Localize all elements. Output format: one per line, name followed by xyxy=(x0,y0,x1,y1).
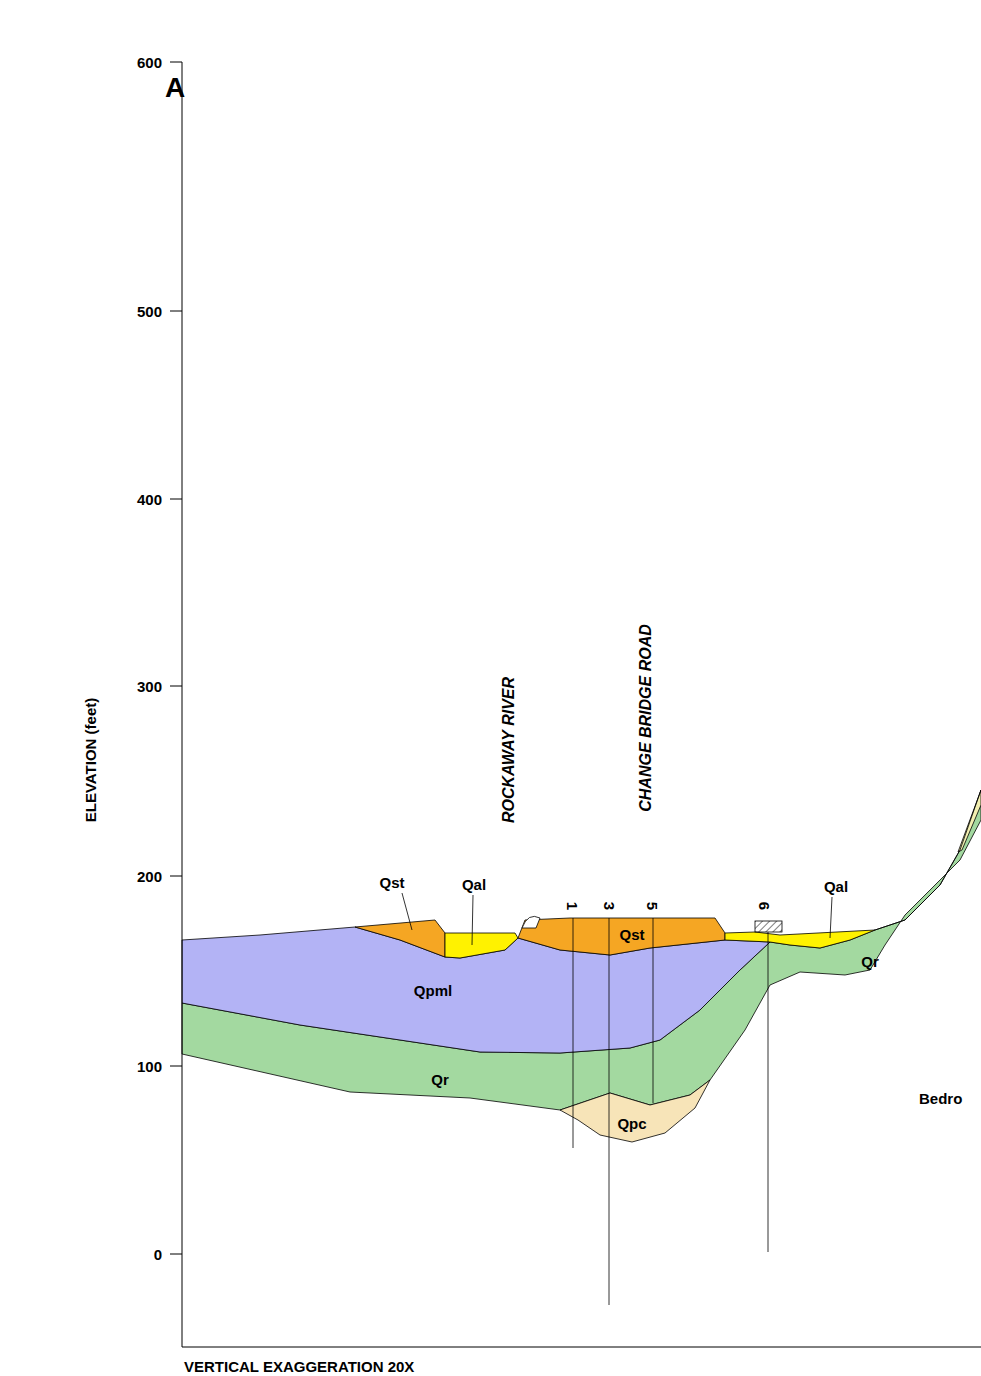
unit-label: Qal xyxy=(824,879,848,894)
qst-unit xyxy=(355,920,445,957)
unit-label: Qst xyxy=(379,875,404,890)
unit-label: Qpc xyxy=(617,1116,646,1131)
axis-value: 0 xyxy=(154,1247,162,1262)
unit-label: Qal xyxy=(462,877,486,892)
qal-unit xyxy=(445,933,518,958)
axis-value: 300 xyxy=(137,679,162,694)
ground-line xyxy=(875,790,981,930)
well-number: 1 xyxy=(565,902,580,910)
qpml-unit xyxy=(182,927,770,1053)
feature-name: ROCKAWAY RIVER xyxy=(501,677,517,823)
unit-label: Bedro xyxy=(919,1091,962,1106)
unit-label: Qr xyxy=(861,954,879,969)
well-lines xyxy=(573,918,768,1305)
axes xyxy=(170,62,981,1347)
unit-label: Qr xyxy=(431,1072,449,1087)
hatched-structure xyxy=(755,921,782,932)
axis-value: 600 xyxy=(137,55,162,70)
unit-label: Qpml xyxy=(414,983,452,998)
unit-label: Qst xyxy=(619,927,644,942)
leader-lines xyxy=(402,893,832,945)
qpc-unit xyxy=(560,1080,710,1142)
well-number: 6 xyxy=(757,902,772,910)
well-number: 3 xyxy=(602,902,617,910)
qr-unit xyxy=(182,790,981,1110)
axis-value: 200 xyxy=(137,869,162,884)
well-number: 5 xyxy=(645,902,660,910)
section-end: A xyxy=(165,74,185,102)
axis-value: 400 xyxy=(137,492,162,507)
feature-name: CHANGE BRIDGE ROAD xyxy=(638,624,654,812)
axis-value: 500 xyxy=(137,304,162,319)
axis-title: ELEVATION (feet) xyxy=(83,698,98,822)
bank-symbol xyxy=(522,916,540,928)
exaggeration-note: VERTICAL EXAGGERATION 20X xyxy=(184,1359,414,1374)
axis-value: 100 xyxy=(137,1059,162,1074)
qst-unit xyxy=(518,918,725,955)
qal-unit xyxy=(725,930,875,948)
